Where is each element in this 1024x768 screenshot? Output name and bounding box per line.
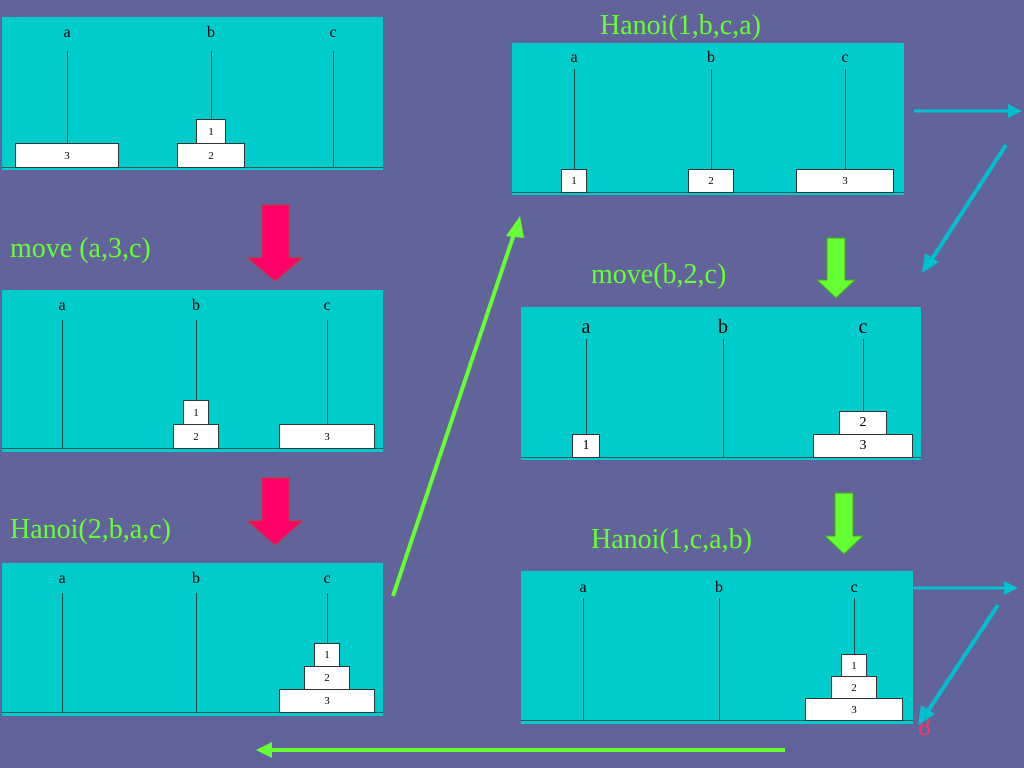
caption-hanoi-1cab: Hanoi(1,c,a,b) xyxy=(591,524,752,555)
cyan-diagonal-arrow-1-line xyxy=(928,143,1008,264)
panel-baseline xyxy=(521,457,921,458)
peg-label-c: c xyxy=(841,49,849,66)
disk-2: 2 xyxy=(173,424,219,449)
peg-label-c: c xyxy=(323,297,331,314)
disk-1: 1 xyxy=(572,434,600,458)
disk-3: 3 xyxy=(279,689,375,713)
peg-label-a: a xyxy=(581,316,591,338)
peg-label-c: c xyxy=(850,579,858,596)
peg-label-a: a xyxy=(58,570,66,587)
peg-b xyxy=(723,339,724,457)
caption-move-a3c: move (a,3,c) xyxy=(10,233,151,264)
peg-label-b: b xyxy=(707,49,715,66)
cyan-diagonal-arrow-2-head xyxy=(918,705,935,725)
disk-1: 1 xyxy=(841,654,867,677)
peg-b xyxy=(196,320,197,448)
disk-1: 1 xyxy=(314,643,340,667)
disk-3: 3 xyxy=(796,169,894,193)
panel-baseline xyxy=(521,720,913,721)
peg-b xyxy=(719,598,720,720)
disk-2: 2 xyxy=(688,169,734,193)
peg-label-a: a xyxy=(570,49,578,66)
green-diagonal-arrow-line xyxy=(391,227,518,597)
caption-move-b2c: move(b,2,c) xyxy=(591,259,727,290)
green-down-arrow-1 xyxy=(815,237,857,299)
peg-b xyxy=(211,51,212,167)
cyan-diagonal-arrow-1-head xyxy=(922,253,939,273)
peg-label-b: b xyxy=(207,24,215,41)
peg-a xyxy=(574,69,575,192)
peg-label-c: c xyxy=(329,24,337,41)
peg-c xyxy=(327,320,328,448)
peg-label-b: b xyxy=(718,316,728,338)
peg-label-c: c xyxy=(858,316,868,338)
peg-label-b: b xyxy=(715,579,723,596)
red-down-arrow-2 xyxy=(246,477,304,546)
peg-c xyxy=(863,339,864,457)
peg-label-a: a xyxy=(579,579,587,596)
hanoi-panel-4: a 1 b 2 c 3 xyxy=(512,43,904,195)
disk-1: 1 xyxy=(183,400,209,425)
cyan-right-arrow-1-head xyxy=(1008,104,1022,118)
panel-baseline xyxy=(2,712,383,713)
peg-c xyxy=(845,69,846,192)
green-down-arrow-2 xyxy=(823,492,865,555)
caption-hanoi-1bca: Hanoi(1,b,c,a) xyxy=(600,10,761,41)
peg-a xyxy=(67,51,68,167)
peg-label-b: b xyxy=(192,570,200,587)
peg-a xyxy=(586,339,587,457)
disk-3: 3 xyxy=(15,143,119,168)
red-down-arrow-1 xyxy=(246,204,304,282)
peg-c xyxy=(333,51,334,167)
cyan-diagonal-arrow-2-line xyxy=(924,603,1000,716)
peg-a xyxy=(62,593,63,712)
disk-1: 1 xyxy=(561,169,587,193)
disk-1: 1 xyxy=(196,119,226,144)
caption-hanoi-2bac: Hanoi(2,b,a,c) xyxy=(10,514,171,545)
peg-a xyxy=(583,598,584,720)
peg-label-a: a xyxy=(58,297,66,314)
peg-label-a: a xyxy=(63,24,71,41)
disk-3: 3 xyxy=(279,424,375,449)
green-bottom-arrow-head xyxy=(256,742,272,758)
cyan-right-arrow-2-head xyxy=(1004,581,1018,595)
green-diagonal-arrow-head xyxy=(506,216,524,238)
peg-b xyxy=(196,593,197,712)
peg-label-c: c xyxy=(323,570,331,587)
peg-b xyxy=(711,69,712,192)
disk-2: 2 xyxy=(839,411,887,435)
peg-label-b: b xyxy=(192,297,200,314)
peg-a xyxy=(62,320,63,448)
